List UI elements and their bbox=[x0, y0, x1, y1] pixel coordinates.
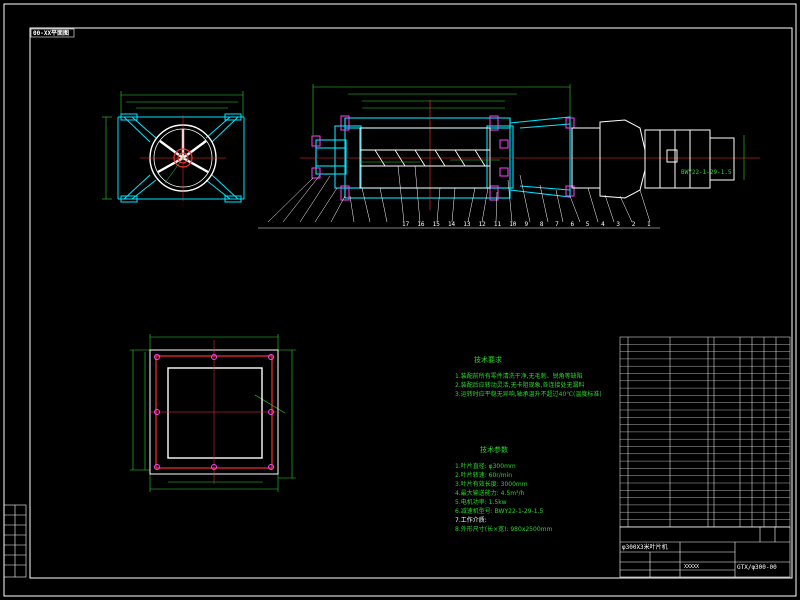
motor-model-label: BWY22-1-29-1.5 bbox=[681, 169, 732, 176]
part-balloon-label: 11 bbox=[493, 221, 502, 228]
tech-param-8: 8.外形尺寸(长×宽): 980x2500mm bbox=[455, 526, 553, 533]
tech-param-7: 7.工作介质: bbox=[455, 517, 487, 524]
part-balloon-label: 13 bbox=[463, 221, 471, 228]
title-block-company: XXXXX bbox=[684, 564, 700, 570]
part-balloon-label: 16 bbox=[417, 221, 425, 228]
part-balloon-label: 10 bbox=[509, 221, 517, 228]
part-balloon-label: 7 bbox=[555, 221, 559, 228]
tech-requirement-3: 3.运转时应平稳无异响,轴承温升不超过40℃(温度标准) bbox=[455, 391, 602, 398]
part-balloon-label: 14 bbox=[447, 221, 456, 228]
outer-border bbox=[3, 3, 797, 597]
part-balloon-label: 8 bbox=[539, 221, 544, 228]
title-block-code: GTX/φ300-00 bbox=[737, 564, 777, 571]
part-balloon-label: 1 bbox=[647, 221, 651, 228]
part-balloon-label: 15 bbox=[432, 221, 440, 228]
part-balloon-label: 6 bbox=[570, 221, 575, 228]
tech-requirements-title: 技术要求 bbox=[474, 356, 502, 364]
title-block-name: φ300X3米叶片机 bbox=[622, 544, 668, 551]
tech-param-2: 2.叶片转速: 60r/min bbox=[455, 472, 513, 479]
part-balloon-label: 5 bbox=[585, 221, 590, 228]
left-side-strip bbox=[3, 504, 27, 578]
inner-border bbox=[29, 27, 793, 579]
part-balloon-label: 3 bbox=[616, 221, 620, 228]
sheet-tag: 00-XX平面图 bbox=[33, 30, 70, 37]
end-view bbox=[102, 91, 245, 203]
tech-param-6: 6.减速机型号: BWY22-1-29-1.5 bbox=[455, 508, 544, 515]
tech-requirement-2: 2.装配后应转动灵活,无卡阻现象,各连接处无漏料 bbox=[455, 382, 585, 389]
sheet-tag-box bbox=[30, 28, 75, 38]
part-balloon-label: 12 bbox=[478, 221, 486, 228]
tech-requirement-1: 1.装配前所有零件清洗干净,无毛刺、锐角等缺陷 bbox=[455, 373, 583, 380]
tech-param-1: 1.叶片直径: φ300mm bbox=[455, 463, 516, 470]
tech-param-3: 3.叶片有效长度: 3000mm bbox=[455, 481, 528, 488]
part-balloon-label: 9 bbox=[524, 221, 529, 228]
plan-view bbox=[130, 334, 296, 492]
tech-param-4: 4.最大输送能力: 4.5m³/h bbox=[455, 490, 525, 497]
part-balloon-label: 17 bbox=[402, 221, 410, 228]
title-block bbox=[619, 526, 791, 578]
tech-params-title: 技术参数 bbox=[480, 446, 508, 454]
part-balloon-label: 4 bbox=[601, 221, 605, 228]
part-balloon-label: 2 bbox=[631, 221, 636, 228]
tech-param-5: 5.电机功率: 1.5kw bbox=[455, 499, 507, 506]
side-elevation-view bbox=[258, 84, 760, 229]
